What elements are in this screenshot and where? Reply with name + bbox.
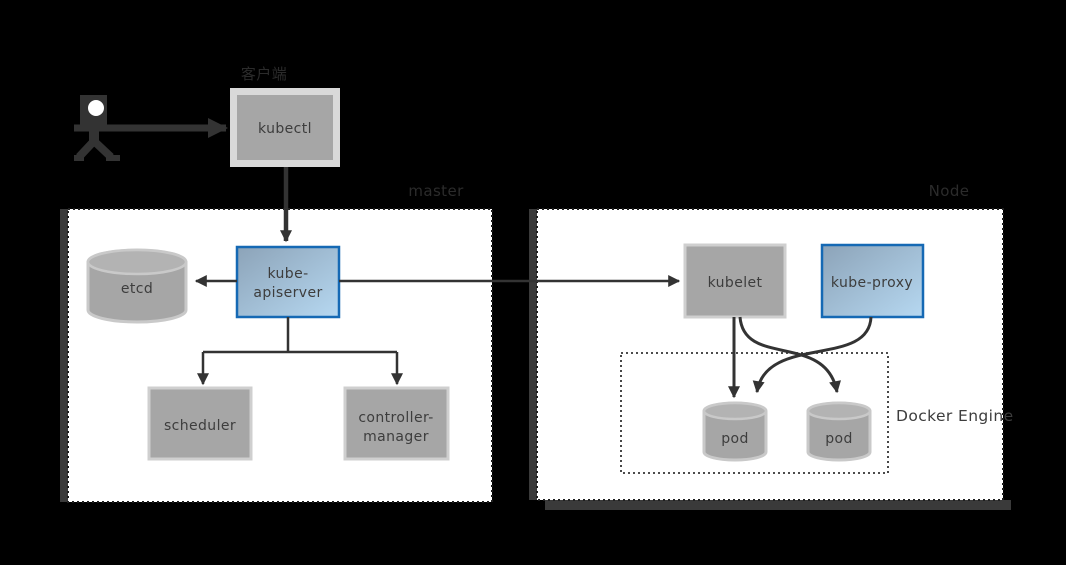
node-panel-left-shadow: [529, 209, 537, 500]
scheduler-label: scheduler: [164, 418, 236, 434]
connector-apiserver-split: [203, 317, 397, 354]
kube-apiserver-label-line1: kube-: [267, 266, 308, 282]
pod-left-label: pod: [721, 431, 749, 447]
kubelet-box: kubelet: [683, 243, 787, 319]
node-section-label: Node: [929, 182, 970, 200]
pod-left-cylinder: pod: [702, 401, 768, 462]
docker-engine-box: [620, 352, 889, 474]
scheduler-box: scheduler: [147, 386, 253, 461]
kube-apiserver-box: kube- apiserver: [235, 245, 341, 319]
master-section-label: master: [408, 182, 464, 200]
etcd-label: etcd: [121, 281, 153, 297]
controller-manager-box: controller- manager: [343, 386, 450, 461]
docker-engine-label: Docker Engine: [896, 407, 1014, 425]
kubectl-box: kubectl: [230, 88, 340, 167]
etcd-cylinder: etcd: [86, 248, 188, 324]
arrow-kubelet-to-pod-right: [738, 316, 841, 394]
kubelet-label: kubelet: [708, 275, 763, 291]
pod-right-label: pod: [825, 431, 853, 447]
kube-proxy-box: kube-proxy: [820, 243, 925, 319]
controller-manager-label-line2: manager: [363, 429, 429, 445]
kube-proxy-label: kube-proxy: [831, 275, 913, 291]
master-panel-shadow: [60, 209, 68, 502]
kube-apiserver-label-line2: apiserver: [253, 285, 322, 301]
client-label: 客户端: [241, 65, 287, 83]
kubectl-label: kubectl: [258, 121, 312, 137]
arrow-kube-proxy-to-pod-left: [752, 316, 873, 394]
pod-right-cylinder: pod: [806, 401, 872, 462]
node-panel-bottom-shadow: [545, 500, 1011, 510]
controller-manager-label-line1: controller-: [358, 410, 433, 426]
